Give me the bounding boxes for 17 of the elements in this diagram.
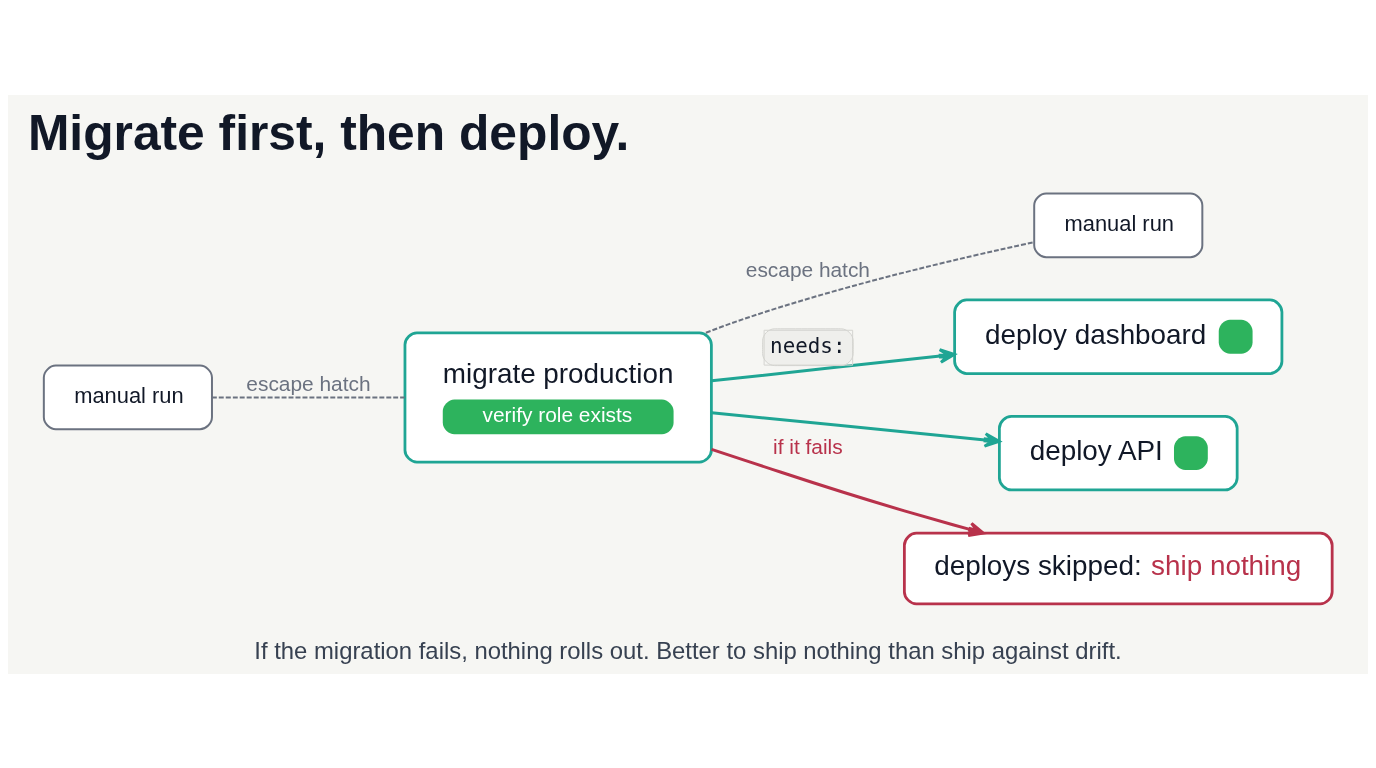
node-box: migrate production verify role exists [403, 330, 713, 463]
edge-label: if it fails [773, 434, 843, 458]
arrow [711, 447, 985, 537]
caption: If the migration fails, nothing rolls out. Better to ship nothing than ship against drift. [254, 636, 1122, 664]
node-box: deploys skipped: ship nothing [903, 531, 1334, 605]
edge-label: needs: [770, 333, 846, 358]
edge-label: escape hatch [745, 257, 870, 281]
arrow [711, 347, 956, 382]
node-box: manual run [42, 364, 213, 430]
connector [704, 240, 1035, 334]
diagram-title: Migrate first, then deploy. [27, 104, 630, 161]
edge-label: escape hatch [246, 371, 371, 395]
node-box: deploy API [998, 414, 1239, 491]
arrow [711, 410, 1001, 448]
connector [211, 395, 406, 398]
node-box: manual run [1033, 192, 1204, 258]
node-box: deploy dashboard [953, 298, 1284, 375]
